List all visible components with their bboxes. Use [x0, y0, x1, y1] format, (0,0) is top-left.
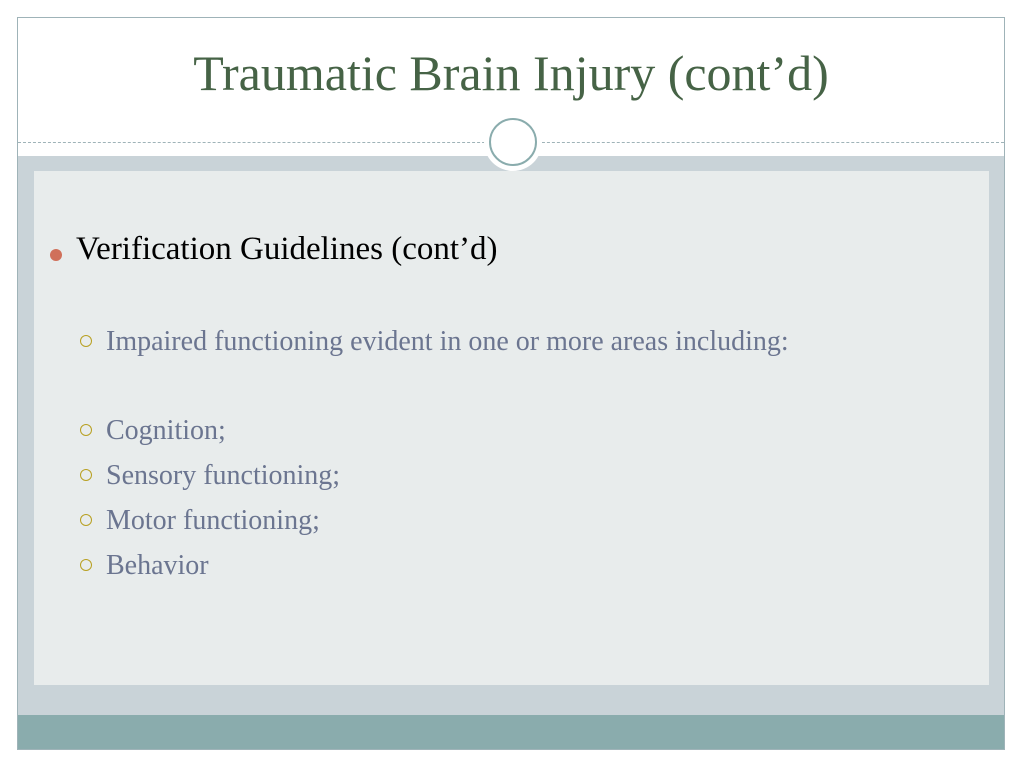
sub-bullet-intro: Impaired functioning evident in one or m… [48, 319, 978, 364]
sub-bullet-text: Behavior [106, 549, 209, 581]
hollow-circle-bullet-icon [80, 558, 92, 571]
bullet-list: Verification Guidelines (cont’d) Impaire… [48, 230, 978, 588]
sub-bullet-item: Sensory functioning; [48, 453, 978, 498]
sub-bullet-item: Cognition; [48, 408, 978, 453]
sub-bullet-text: Cognition; [106, 414, 226, 446]
content-panel [34, 171, 989, 685]
hollow-circle-bullet-icon [80, 423, 92, 436]
hollow-circle-bullet-icon [80, 334, 92, 347]
footer-band [18, 715, 1004, 749]
sub-bullet-text: Motor functioning; [106, 504, 320, 536]
bullet-level1-text: Verification Guidelines (cont’d) [76, 231, 498, 267]
filled-circle-bullet-icon [50, 249, 62, 261]
hollow-circle-bullet-icon [80, 513, 92, 526]
sub-bullet-item: Motor functioning; [48, 498, 978, 543]
spacer [48, 364, 978, 408]
hollow-circle-bullet-icon [80, 468, 92, 481]
ring-ornament-icon [484, 113, 542, 171]
ornament-ring [489, 118, 537, 166]
spacer [48, 270, 978, 319]
sub-bullet-text: Sensory functioning; [106, 459, 341, 491]
sub-bullet-item: Behavior [48, 543, 978, 588]
slide-title: Traumatic Brain Injury (cont’d) [193, 45, 829, 101]
sub-bullet-text: Impaired functioning evident in one or m… [106, 325, 789, 357]
bullet-level1: Verification Guidelines (cont’d) [48, 230, 978, 270]
